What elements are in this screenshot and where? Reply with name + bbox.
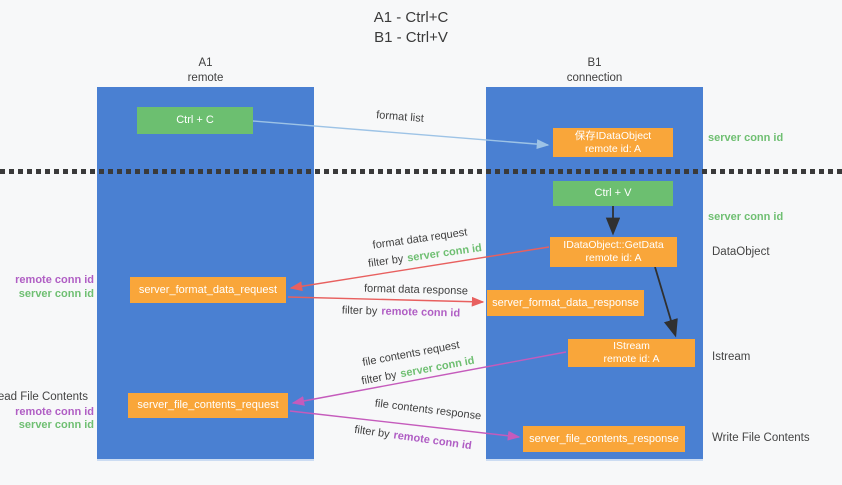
filter-by-text: filter by — [360, 369, 398, 388]
annotation-server-conn-id-bottom: server conn id — [18, 419, 94, 431]
node-format-request-label: server_format_data_request — [138, 283, 278, 296]
phase-separator-dotted-line — [0, 169, 842, 174]
node-server-format-data-request: server_format_data_request — [130, 277, 286, 303]
node-idataobject-getdata: IDataObject::GetData remote id: A — [550, 237, 677, 267]
node-save-idataobject-line1: 保存IDataObject — [574, 129, 652, 142]
node-file-request-label: server_file_contents_request — [137, 399, 279, 411]
title-line-2: B1 - Ctrl+V — [374, 29, 448, 46]
edge-label-format-list: format list — [375, 109, 425, 125]
node-getdata-line2: remote id: A — [585, 252, 642, 264]
annotation-istream: Istream — [712, 351, 751, 363]
annotation-server-conn-id-mid: server conn id — [708, 211, 784, 223]
lifeline-header-a1: A1 remote — [97, 56, 314, 86]
lifeline-b1-name: B1 — [587, 57, 602, 69]
filter-by-text: filter by — [353, 423, 391, 441]
server-conn-id-text: server conn id — [406, 242, 483, 265]
node-ctrl-c-label: Ctrl + C — [176, 114, 214, 126]
annotation-read-file-contents: Read File Contents — [0, 391, 88, 403]
node-server-file-contents-request: server_file_contents_request — [128, 393, 288, 418]
diagram-title: A1 - Ctrl+C B1 - Ctrl+V — [0, 8, 822, 48]
title-line-1: A1 - Ctrl+C — [373, 9, 449, 26]
lifeline-a1-name: A1 — [198, 57, 213, 69]
arrow-format-data-response — [287, 296, 485, 307]
node-save-idataobject: 保存IDataObject remote id: A — [553, 128, 673, 157]
node-getdata-line1: IDataObject::GetData — [563, 239, 664, 251]
annotation-server-conn-id-left-top: server conn id — [18, 288, 94, 300]
remote-conn-id-text: remote conn id — [392, 429, 473, 453]
node-file-response-label: server_file_contents_response — [529, 432, 679, 445]
node-istream-line2: remote id: A — [603, 353, 660, 365]
annotation-remote-conn-id-bottom: remote conn id — [15, 406, 94, 418]
filter-by-text: filter by — [341, 304, 378, 318]
remote-conn-id-text: remote conn id — [381, 305, 461, 320]
node-ctrl-v: Ctrl + V — [553, 181, 673, 206]
annotation-remote-conn-id-top: remote conn id — [15, 274, 94, 286]
lifeline-header-b1: B1 connection — [486, 56, 703, 86]
node-format-response-label: server_format_data_response — [492, 296, 639, 309]
annotation-dataobject: DataObject — [712, 246, 770, 258]
edge-label-file-contents-response: file contents response — [374, 397, 482, 423]
lifeline-a1-role: remote — [187, 72, 224, 84]
node-server-format-data-response: server_format_data_response — [487, 290, 644, 316]
lifeline-b1-role: connection — [566, 72, 623, 84]
node-istream-line1: IStream — [613, 340, 650, 352]
node-server-file-contents-response: server_file_contents_response — [523, 426, 685, 452]
node-save-idataobject-line2: remote id: A — [584, 142, 642, 155]
edge-label-format-data-response: format data response — [363, 282, 469, 298]
node-ctrl-v-label: Ctrl + V — [594, 187, 632, 199]
node-istream: IStream remote id: A — [568, 339, 695, 367]
filter-by-text: filter by — [367, 253, 405, 270]
annotation-server-conn-id-top: server conn id — [708, 132, 784, 144]
annotation-write-file-contents: Write File Contents — [712, 432, 810, 444]
node-ctrl-c: Ctrl + C — [137, 107, 253, 134]
